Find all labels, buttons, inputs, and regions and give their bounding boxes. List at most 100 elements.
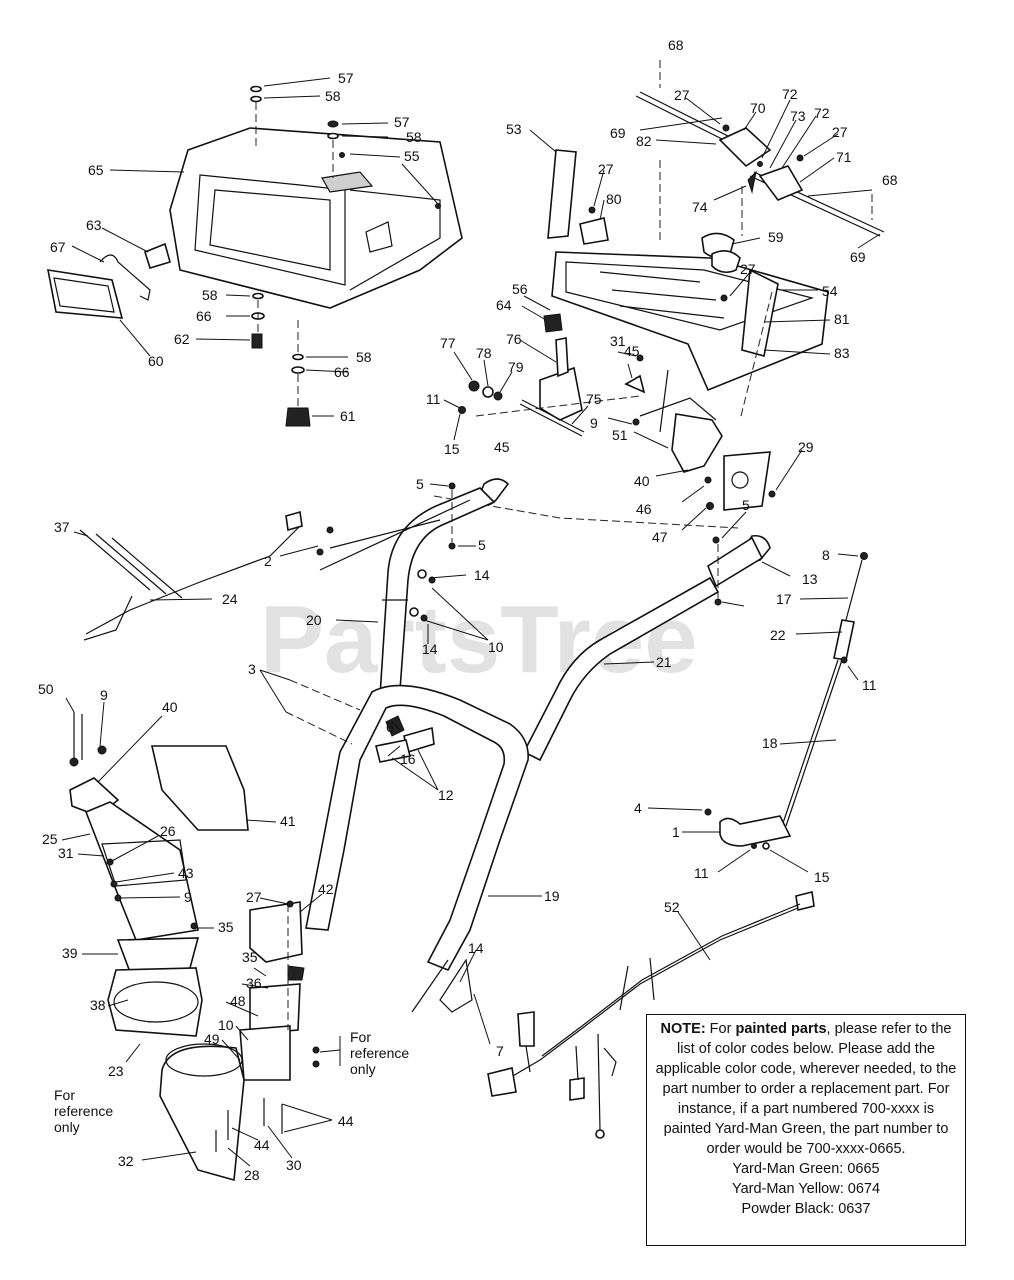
- callout-13: 13: [802, 571, 818, 587]
- callout-67: 67: [50, 239, 66, 255]
- callout-45: 45: [624, 343, 640, 359]
- callout-77: 77: [440, 335, 456, 351]
- callout-30: 30: [286, 1157, 302, 1173]
- callout-26: 26: [160, 823, 176, 839]
- callout-44: 44: [254, 1137, 270, 1153]
- handle-hardware: [285, 569, 436, 763]
- callout-labels: 57 58 57 58 55 65 63 67 60 58 66 62 58 6…: [38, 37, 898, 1183]
- callout-22: 22: [770, 627, 786, 643]
- callout-50: 50: [38, 681, 54, 697]
- callout-83: 83: [834, 345, 850, 361]
- callout-14: 14: [422, 641, 438, 657]
- callout-18: 18: [762, 735, 778, 751]
- callout-51: 51: [612, 427, 628, 443]
- callout-52: 52: [664, 899, 680, 915]
- callout-53: 53: [506, 121, 522, 137]
- lower-handle: [305, 684, 529, 1013]
- callout-5: 5: [416, 476, 424, 492]
- callout-55: 55: [404, 148, 420, 164]
- callout-14: 14: [468, 940, 484, 956]
- callout-25: 25: [42, 831, 58, 847]
- callout-32: 32: [118, 1153, 134, 1169]
- callout-27: 27: [598, 161, 614, 177]
- callout-23: 23: [108, 1063, 124, 1079]
- callout-41: 41: [280, 813, 296, 829]
- callout-59: 59: [768, 229, 784, 245]
- callout-69: 69: [610, 125, 626, 141]
- upper-handle-left: [379, 478, 510, 698]
- callout-62: 62: [174, 331, 190, 347]
- callout-45: 45: [494, 439, 510, 455]
- callout-58: 58: [325, 88, 341, 104]
- callout-60: 60: [148, 353, 164, 369]
- callout-27: 27: [674, 87, 690, 103]
- callout-29: 29: [798, 439, 814, 455]
- callout-61: 61: [340, 408, 356, 424]
- cables-and-screws: [79, 482, 722, 641]
- note-label: NOTE:: [660, 1021, 706, 1037]
- callout-81: 81: [834, 311, 850, 327]
- callout-57: 57: [394, 114, 410, 130]
- callout-31: 31: [610, 333, 626, 349]
- ref-label-line: reference: [350, 1045, 409, 1061]
- callout-20: 20: [306, 612, 322, 628]
- callout-5: 5: [478, 537, 486, 553]
- callout-79: 79: [508, 359, 524, 375]
- callout-1: 1: [672, 824, 680, 840]
- ref-label-line: only: [54, 1119, 80, 1135]
- callout-63: 63: [86, 217, 102, 233]
- callout-3: 3: [248, 661, 256, 677]
- callout-70: 70: [750, 100, 766, 116]
- callout-39: 39: [62, 945, 78, 961]
- chute-control-bracket: [433, 369, 776, 529]
- callout-78: 78: [476, 345, 492, 361]
- callout-42: 42: [318, 881, 334, 897]
- callout-10: 10: [488, 639, 504, 655]
- callout-11: 11: [694, 865, 709, 881]
- callout-27: 27: [246, 889, 262, 905]
- panel-top-fasteners: [250, 85, 441, 209]
- callout-56: 56: [512, 281, 528, 297]
- callout-72: 72: [782, 86, 798, 102]
- callout-44: 44: [338, 1113, 354, 1129]
- shift-lever-assembly: [458, 313, 646, 437]
- ref-label-line: reference: [54, 1103, 113, 1119]
- callout-9: 9: [590, 415, 598, 431]
- callout-38: 38: [90, 997, 106, 1013]
- handle-panel-assembly: [547, 149, 829, 421]
- callout-66: 66: [196, 308, 212, 324]
- callout-24: 24: [222, 591, 238, 607]
- callout-74: 74: [692, 199, 708, 215]
- callout-15: 15: [814, 869, 830, 885]
- note-lead: For: [705, 1021, 736, 1037]
- callout-47: 47: [652, 529, 668, 545]
- callout-8: 8: [822, 547, 830, 563]
- callout-69: 69: [850, 249, 866, 265]
- callout-58: 58: [356, 349, 372, 365]
- callout-46: 46: [636, 501, 652, 517]
- callout-57: 57: [338, 70, 354, 86]
- callout-35: 35: [218, 919, 234, 935]
- callout-48: 48: [230, 993, 246, 1009]
- callout-68: 68: [668, 37, 684, 53]
- callout-75: 75: [586, 391, 602, 407]
- callout-27: 27: [740, 261, 756, 277]
- shift-shaft-assembly: [635, 60, 885, 237]
- callout-43: 43: [178, 865, 194, 881]
- callout-17: 17: [776, 591, 792, 607]
- callout-6: 6: [386, 719, 394, 735]
- callout-19: 19: [544, 888, 560, 904]
- callout-11: 11: [862, 677, 877, 693]
- callout-65: 65: [88, 162, 104, 178]
- callout-28: 28: [244, 1167, 260, 1183]
- callout-72: 72: [814, 105, 830, 121]
- color-code: Yard-Man Yellow: 0674: [731, 1181, 881, 1197]
- callout-4: 4: [634, 800, 642, 816]
- callout-16: 16: [400, 751, 416, 767]
- reference-only-left: For reference only: [54, 1087, 113, 1135]
- wiring-harness: [487, 891, 815, 1139]
- color-code-list: Yard-Man Green: 0665 Yard-Man Yellow: 06…: [653, 1159, 959, 1219]
- callout-9: 9: [184, 889, 192, 905]
- callout-36: 36: [246, 975, 262, 991]
